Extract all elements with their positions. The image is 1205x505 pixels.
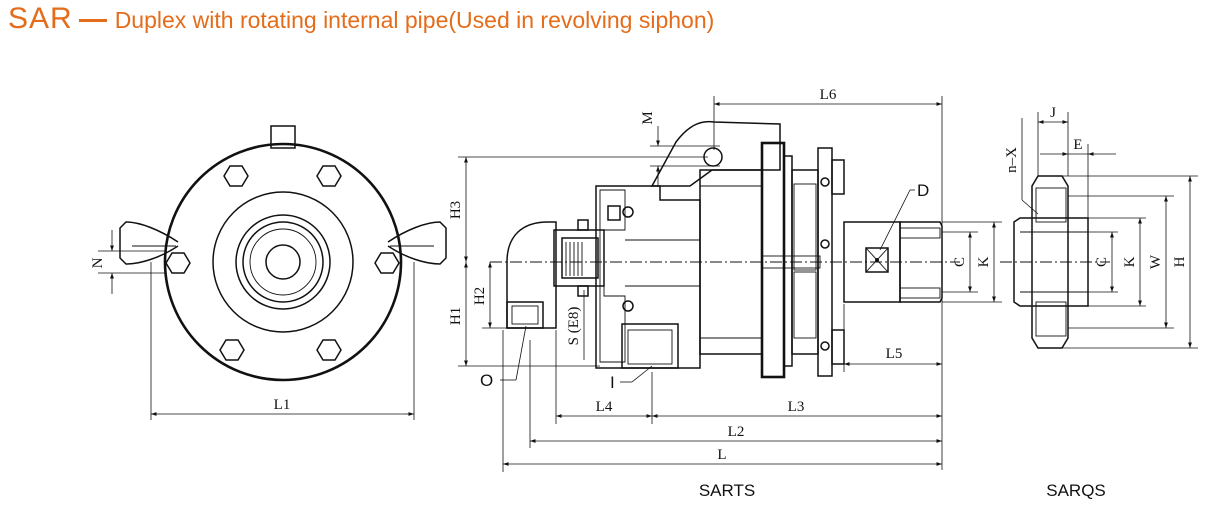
dim-W: W xyxy=(1148,254,1164,269)
caption-sarqs: SARQS xyxy=(1046,481,1106,500)
dim-L1: L1 xyxy=(274,397,291,413)
dim-C-sarts: C xyxy=(952,257,968,267)
dim-N: N xyxy=(90,257,106,268)
dim-H2: H2 xyxy=(472,287,488,305)
flange-outer xyxy=(163,142,403,382)
elbow-body xyxy=(506,221,557,329)
dim-L4: L4 xyxy=(596,399,613,415)
dim-L6: L6 xyxy=(820,87,837,103)
dim-K-sarqs: K xyxy=(1122,256,1138,267)
shaft-bore xyxy=(265,244,301,280)
flange-plate xyxy=(760,141,786,379)
page-title: SAR Duplex with rotating internal pipe(Us… xyxy=(8,2,714,36)
dim-C-sarqs: C xyxy=(1094,257,1110,267)
sarqs-view: J E n–X C K W H SARQS xyxy=(1000,105,1198,500)
dim-K-sarts: K xyxy=(976,256,992,267)
right-ear xyxy=(387,221,447,265)
dim-L5: L5 xyxy=(886,346,903,362)
dim-L: L xyxy=(717,447,726,463)
title-dash xyxy=(78,19,107,23)
housing xyxy=(595,185,701,369)
flange-hub xyxy=(212,191,354,333)
title-code: SAR xyxy=(8,2,73,35)
left-ear xyxy=(119,221,179,265)
dim-L3: L3 xyxy=(788,399,805,415)
dim-M: M xyxy=(640,111,656,124)
dim-E: E xyxy=(1073,137,1082,153)
title-description: Duplex with rotating internal pipe(Used … xyxy=(114,7,715,33)
dim-S: S (E8) xyxy=(566,307,582,346)
label-I: I xyxy=(610,373,615,392)
dim-J: J xyxy=(1050,105,1056,121)
label-D: D xyxy=(917,181,929,200)
label-O: O xyxy=(480,371,493,390)
top-lug xyxy=(270,125,296,149)
front-view: N L1 xyxy=(90,125,447,420)
dim-H3: H3 xyxy=(448,201,464,219)
bolt-heads xyxy=(165,165,400,361)
dim-L2: L2 xyxy=(728,424,745,440)
dim-H: H xyxy=(1172,256,1188,267)
sarts-view: D L6 M H3 H1 H2 S (E8) O I xyxy=(448,87,1002,500)
caption-sarts: SARTS xyxy=(699,481,755,500)
dim-H1: H1 xyxy=(448,307,464,325)
dim-nX: n–X xyxy=(1004,147,1020,173)
